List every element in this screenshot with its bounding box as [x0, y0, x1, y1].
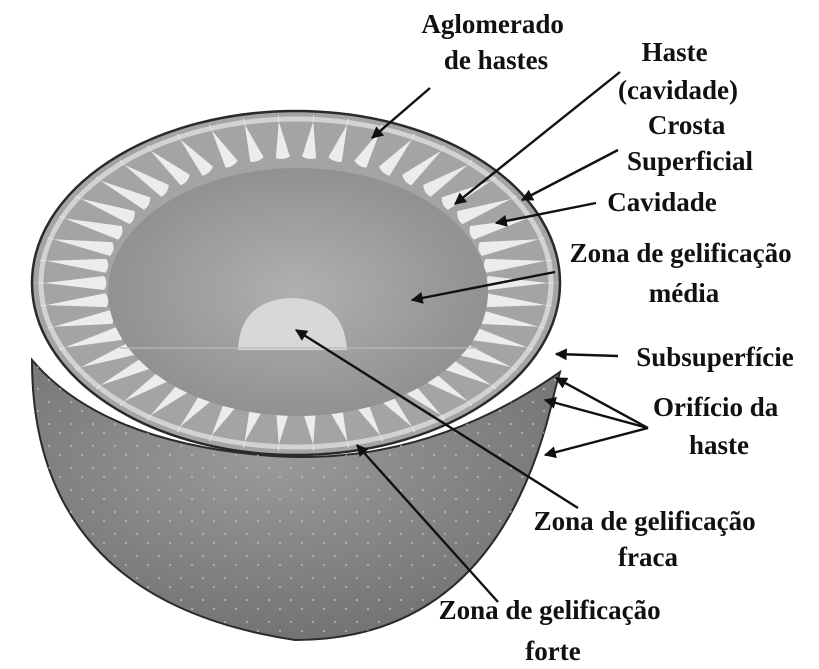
label-gel-fraca: Zona de gelificação fraca: [534, 506, 763, 572]
label-haste: Haste (cavidade): [618, 37, 738, 105]
arrow-orificio-1: [556, 378, 648, 428]
label-gel-forte: Zona de gelificação forte: [439, 595, 668, 666]
label-cavidade: Cavidade: [607, 187, 717, 217]
label-gel-media: Zona de gelificação média: [570, 238, 799, 308]
arrow-orificio-2: [545, 400, 648, 428]
label-crosta: Crosta Superficial: [627, 110, 753, 176]
arrow-crosta: [522, 150, 618, 200]
arrow-subsuperficie: [556, 354, 618, 356]
medium-gel-zone: [108, 168, 488, 416]
label-subsuperficie: Subsuperfície: [636, 342, 794, 372]
label-orificio: Orifício da haste: [653, 392, 785, 460]
cut-face: [32, 111, 560, 455]
arrow-orificio-3: [545, 428, 648, 455]
label-aglomerado: Aglomerado de hastes: [421, 9, 570, 75]
arrow-haste: [455, 72, 620, 204]
